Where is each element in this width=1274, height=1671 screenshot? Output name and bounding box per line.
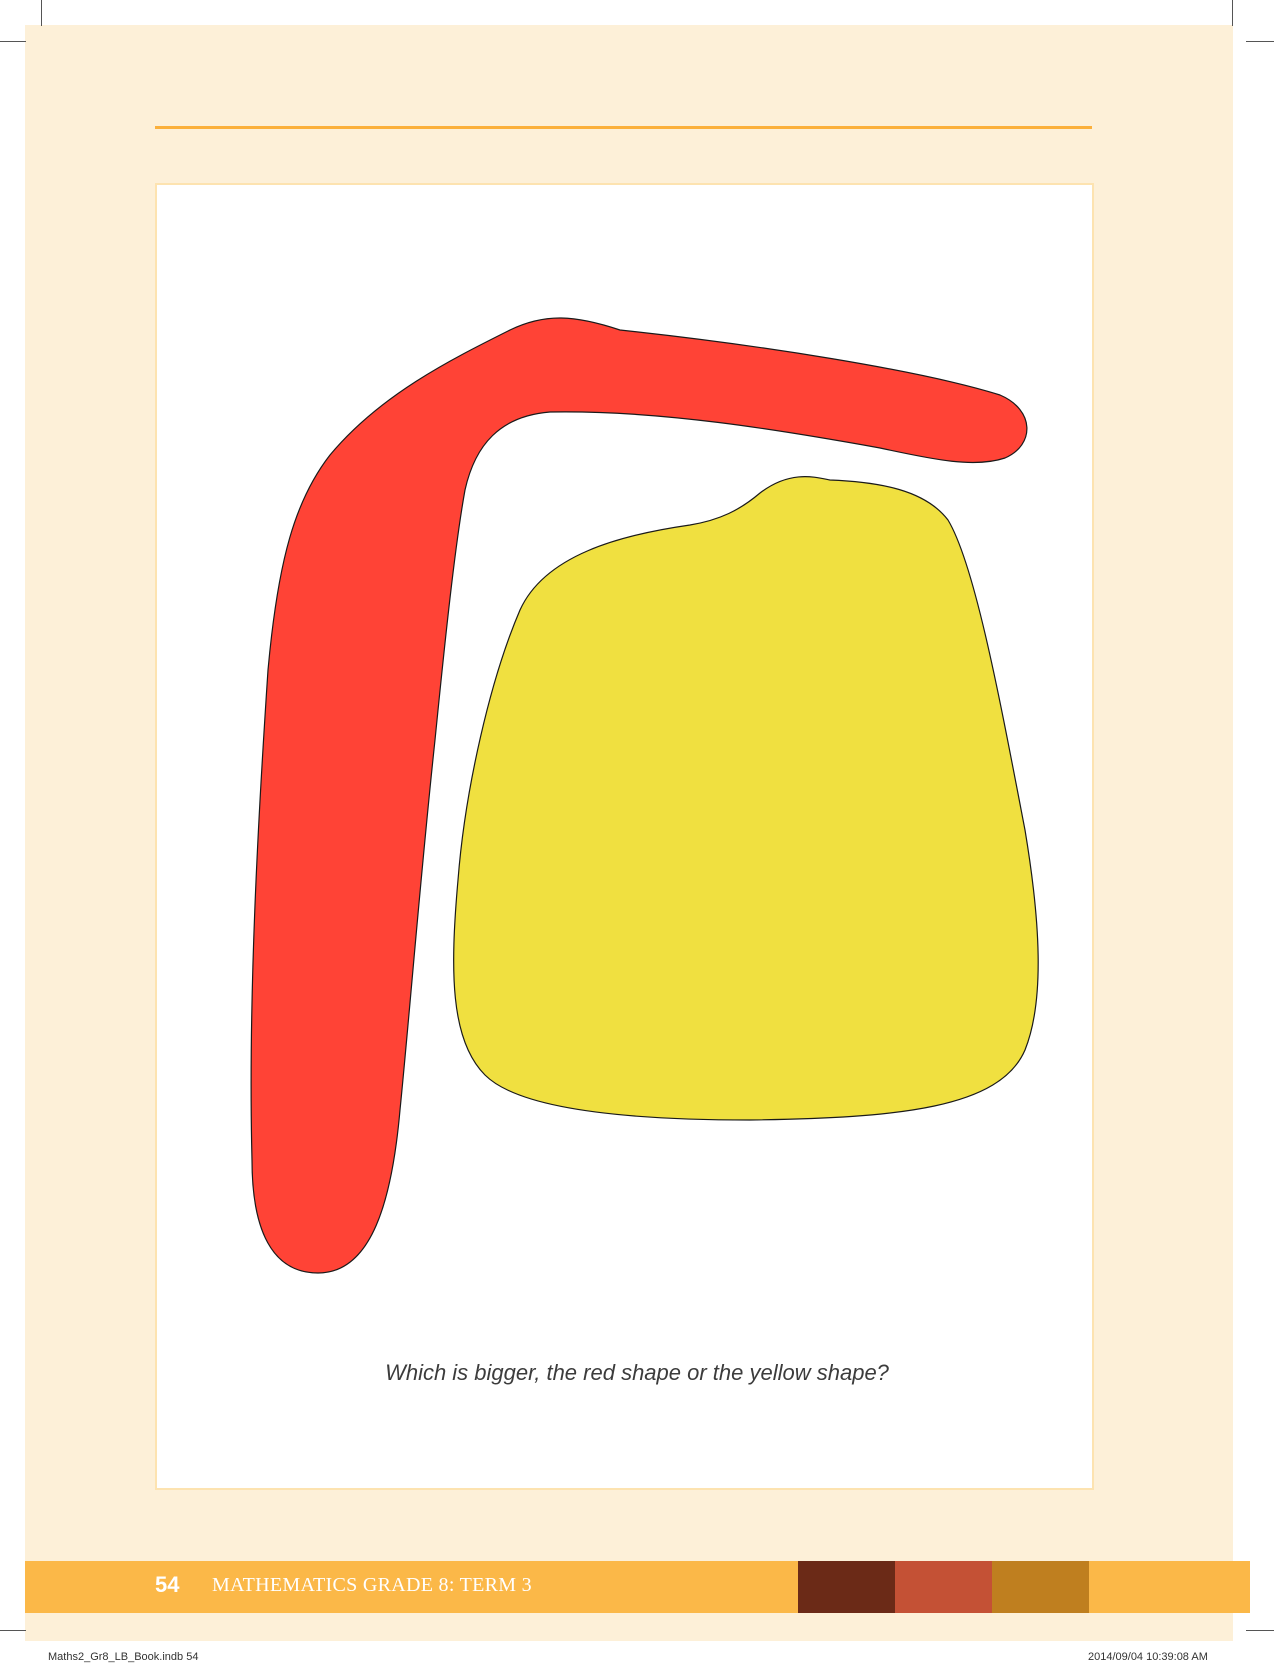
color-swatch-rust bbox=[895, 1561, 992, 1613]
color-swatch-dark-brown bbox=[798, 1561, 895, 1613]
color-swatch-ochre bbox=[992, 1561, 1089, 1613]
question-text: Which is bigger, the red shape or the ye… bbox=[385, 1360, 889, 1385]
page-number: 54 bbox=[155, 1572, 180, 1597]
top-rule bbox=[155, 126, 1092, 129]
crop-mark bbox=[0, 1630, 26, 1631]
print-slug-right: 2014/09/04 10:39:08 AM bbox=[1088, 1651, 1208, 1663]
footer-bar: 54 MATHEMATICS GRADE 8: TERM 3 bbox=[25, 1561, 1250, 1613]
crop-mark bbox=[0, 41, 26, 42]
yellow-shape bbox=[453, 476, 1039, 1121]
crop-mark bbox=[1232, 0, 1233, 26]
crop-mark bbox=[1246, 1630, 1274, 1631]
red-shape bbox=[250, 317, 1028, 1274]
footer-title: MATHEMATICS GRADE 8: TERM 3 bbox=[212, 1574, 532, 1596]
crop-mark bbox=[1246, 41, 1274, 42]
print-slug-left: Maths2_Gr8_LB_Book.indb 54 bbox=[48, 1651, 199, 1663]
crop-mark bbox=[41, 0, 42, 26]
